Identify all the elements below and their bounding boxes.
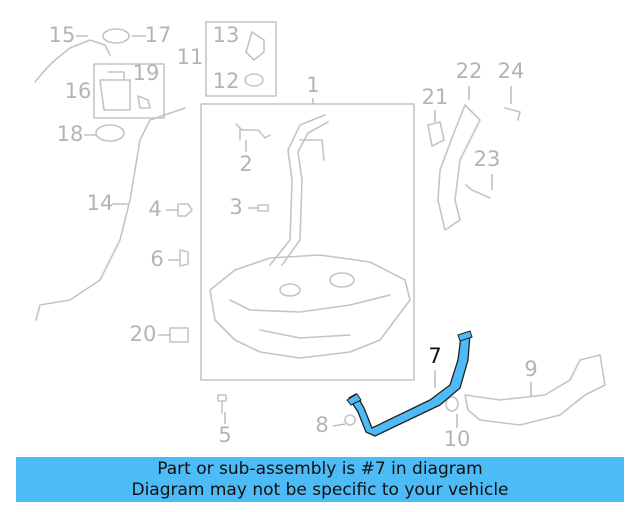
callout-5[interactable]: 5	[218, 423, 231, 447]
banner-line-disclaimer: Diagram may not be specific to your vehi…	[131, 479, 509, 500]
fuel-pump-part	[99, 71, 131, 111]
callout-22[interactable]: 22	[456, 59, 483, 83]
bolt-part	[465, 107, 521, 199]
callout-20[interactable]: 20	[130, 322, 157, 346]
seal-ring-part	[102, 28, 130, 44]
callout-15[interactable]: 15	[49, 23, 76, 47]
leader-lines	[76, 35, 532, 428]
sender-part	[137, 95, 151, 109]
callout-4[interactable]: 4	[148, 197, 161, 221]
callout-23[interactable]: 23	[474, 147, 501, 171]
callout-3[interactable]: 3	[229, 195, 242, 219]
cap-seal-part	[244, 73, 264, 87]
clip-part-4	[177, 203, 193, 217]
callout-10[interactable]: 10	[444, 427, 471, 451]
vent-line-part	[235, 123, 271, 141]
callout-16[interactable]: 16	[65, 79, 92, 103]
heat-shield-part	[464, 354, 606, 426]
hose-part	[34, 39, 111, 83]
bracket-part	[427, 121, 445, 147]
callout-21[interactable]: 21	[422, 85, 449, 109]
callout-1[interactable]: 1	[306, 73, 319, 97]
filler-pipe-housing-part	[437, 104, 481, 231]
callout-18[interactable]: 18	[57, 122, 84, 146]
bolt-part-8	[344, 414, 356, 426]
callout-12[interactable]: 12	[213, 69, 240, 93]
clip-part-6	[179, 249, 189, 267]
cap-part	[245, 31, 265, 61]
lock-ring-part	[95, 124, 125, 142]
callout-6[interactable]: 6	[150, 247, 163, 271]
bolt-part-5	[217, 394, 227, 414]
fuel-tank-part	[209, 254, 411, 359]
fuel-tank-strap-part[interactable]	[348, 333, 471, 437]
callout-17[interactable]: 17	[145, 23, 172, 47]
cap-group-box	[205, 21, 277, 97]
filler-neck-part	[269, 114, 329, 266]
callout-13[interactable]: 13	[213, 23, 240, 47]
callout-14[interactable]: 14	[87, 191, 114, 215]
callout-11[interactable]: 11	[177, 45, 204, 69]
callout-2[interactable]: 2	[239, 152, 252, 176]
callout-24[interactable]: 24	[498, 59, 525, 83]
callout-9[interactable]: 9	[524, 357, 537, 381]
fuel-tank-group-box	[200, 103, 415, 381]
clip-part-3	[257, 204, 269, 212]
callout-8[interactable]: 8	[315, 413, 328, 437]
strap-bracket-icon	[346, 330, 473, 406]
callout-19[interactable]: 19	[133, 61, 160, 85]
callout-7[interactable]: 7	[428, 344, 441, 368]
fuel-line-part	[35, 107, 186, 321]
info-banner: Part or sub-assembly is #7 in diagram Di…	[16, 457, 624, 502]
banner-line-part-number: Part or sub-assembly is #7 in diagram	[157, 458, 483, 479]
connector-part-20	[169, 327, 189, 343]
pump-group-box	[93, 63, 165, 119]
nut-part-10	[445, 396, 459, 412]
